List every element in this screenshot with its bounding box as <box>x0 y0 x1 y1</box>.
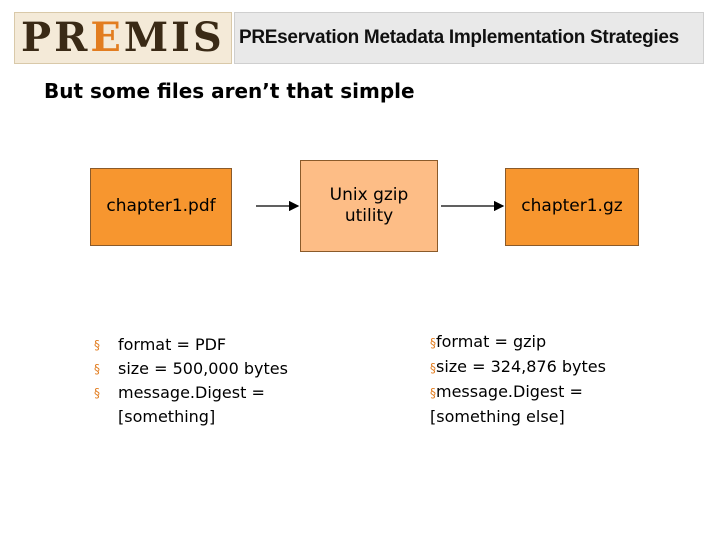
output-file-box: chapter1.gz <box>505 168 639 246</box>
output-file-label: chapter1.gz <box>521 196 623 217</box>
input-file-label: chapter1.pdf <box>106 196 216 217</box>
premis-logo: P R E M I S <box>14 12 232 64</box>
process-box: Unix gzip utility <box>300 160 438 252</box>
output-properties-list: §format = gzip §size = 324,876 bytes §me… <box>430 330 670 428</box>
header-banner: P R E M I S PREservation Metadata Implem… <box>14 12 704 64</box>
list-item: §format = gzip <box>430 332 547 351</box>
logo-letter-p: P <box>21 14 55 61</box>
input-properties-list: format = PDF size = 500,000 bytes messag… <box>94 333 336 429</box>
logo-letter-i: I <box>171 14 193 61</box>
list-item: §message.Digest = [something else] <box>430 382 583 426</box>
logo-letter-s: S <box>192 14 225 61</box>
logo-letter-e: E <box>90 14 124 61</box>
logo-letter-r: R <box>54 14 91 61</box>
input-file-box: chapter1.pdf <box>90 168 232 246</box>
list-item: size = 500,000 bytes <box>94 357 336 381</box>
slide-title: But some files aren’t that simple <box>44 79 415 103</box>
list-item: §size = 324,876 bytes <box>430 357 606 376</box>
process-label: Unix gzip utility <box>329 184 409 226</box>
list-item: message.Digest = [something] <box>94 381 336 429</box>
tagline: PREservation Metadata Implementation Str… <box>239 27 679 48</box>
logo-letter-m: M <box>123 14 172 61</box>
list-item: format = PDF <box>94 333 336 357</box>
tagline-block: PREservation Metadata Implementation Str… <box>234 12 704 64</box>
